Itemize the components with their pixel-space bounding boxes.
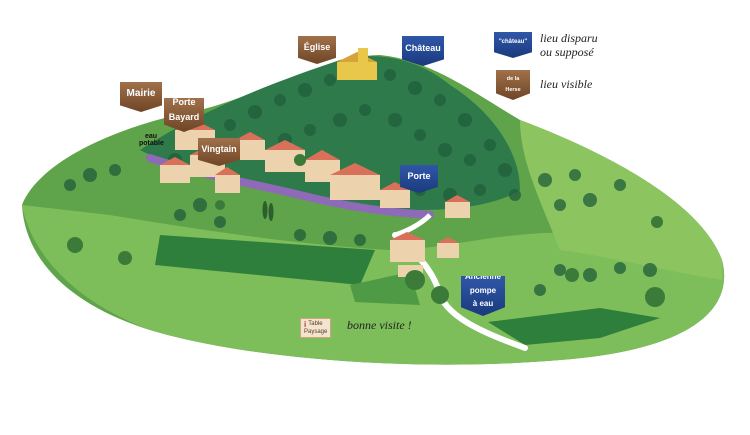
footer-message: bonne visite ! — [347, 318, 412, 332]
tag-porte: Porte — [400, 165, 438, 193]
field-left — [155, 235, 375, 285]
legend-lost-icon: "château" — [494, 32, 532, 58]
field-center — [350, 272, 420, 305]
legend-visible-text: lieu visible — [540, 77, 593, 91]
cypress-trees — [262, 201, 274, 221]
tag-chateau: Château — [402, 36, 444, 66]
scattered-trees — [67, 154, 665, 307]
tag-mairie: Mairie — [120, 82, 162, 112]
field-right — [488, 308, 660, 345]
info-icon: i — [304, 320, 307, 329]
right-slope — [520, 120, 722, 280]
road-edge — [394, 213, 432, 238]
church-building — [337, 48, 377, 80]
tag-eglise: Église — [298, 36, 336, 64]
tag-vingtain: Vingtain — [198, 138, 240, 166]
